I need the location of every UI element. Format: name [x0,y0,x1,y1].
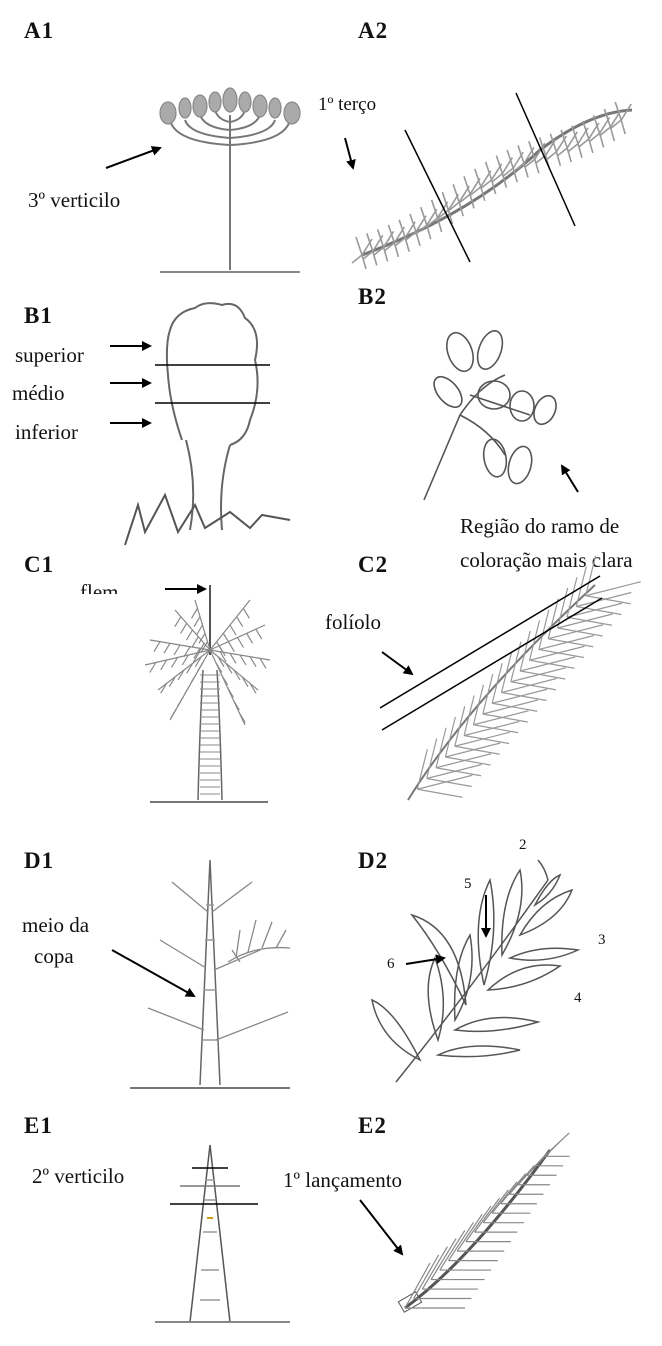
branch-a2-illustration [352,93,632,269]
leaf-d2-illustration [372,860,578,1082]
palm-c1-illustration [145,585,270,802]
leaf-c2-illustration [380,556,641,800]
tree-a1-illustration [160,88,300,272]
branch-e2-illustration [398,1133,569,1312]
tree-e1-illustration [155,1145,290,1322]
twig-b2-illustration [424,327,560,500]
tree-b1-illustration [125,303,290,545]
